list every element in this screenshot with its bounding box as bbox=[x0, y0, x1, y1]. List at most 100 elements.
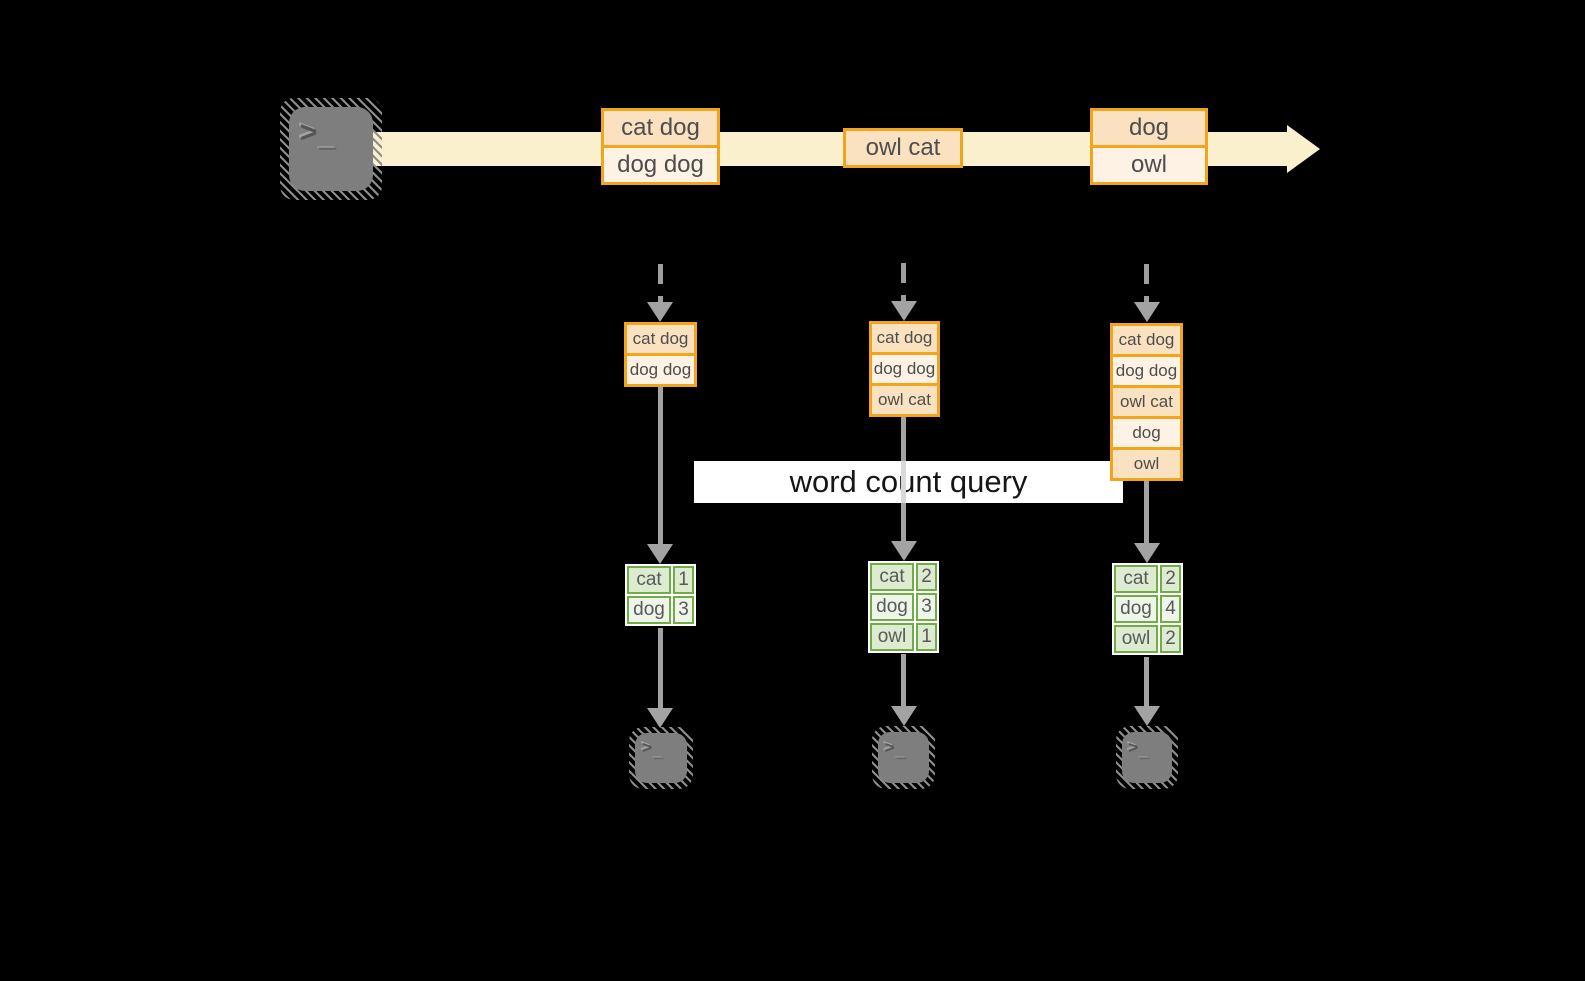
flow-arrow-head bbox=[891, 541, 917, 561]
word-label: dog bbox=[1120, 598, 1152, 619]
banner-label: word count query bbox=[789, 464, 1028, 499]
buffer-item: dog dog bbox=[624, 353, 697, 387]
sink-terminal-icon: >_ bbox=[1116, 726, 1178, 789]
word-cell: dog bbox=[1114, 595, 1158, 623]
terminal-prompt-icon: >_ bbox=[1128, 737, 1152, 761]
buffer-label: cat dog bbox=[876, 328, 933, 347]
word-label: owl bbox=[877, 626, 907, 647]
stream-event-box: dog bbox=[1090, 108, 1208, 148]
sink-terminal-icon: >_ bbox=[872, 726, 935, 789]
flow-arrow-line bbox=[658, 384, 663, 546]
buffer-stack-3: cat dog dog dog owl cat dog owl bbox=[1110, 323, 1183, 481]
terminal-prompt-icon: >_ bbox=[299, 116, 339, 153]
buffer-item: cat dog bbox=[1110, 323, 1183, 357]
dashed-arrow-line bbox=[658, 264, 663, 304]
count-cell: 3 bbox=[916, 593, 937, 621]
word-cell: cat bbox=[870, 563, 914, 591]
dashed-arrow-head bbox=[647, 302, 673, 322]
count-cell: 2 bbox=[1160, 625, 1181, 653]
event-label: cat dog bbox=[621, 114, 700, 141]
dashed-arrow-line bbox=[1144, 264, 1149, 304]
stream-event-group-3: dog owl bbox=[1090, 108, 1208, 185]
stream-event-box: owl bbox=[1090, 145, 1208, 185]
count-value: 2 bbox=[1165, 568, 1176, 589]
event-label: owl bbox=[1130, 151, 1167, 178]
count-value: 3 bbox=[921, 596, 932, 617]
terminal-prompt-icon: >_ bbox=[642, 738, 666, 761]
buffer-label: owl bbox=[1133, 454, 1160, 473]
word-cell: dog bbox=[627, 596, 671, 624]
buffer-item: dog bbox=[1110, 416, 1183, 450]
count-cell: 2 bbox=[1160, 565, 1181, 593]
event-label: dog dog bbox=[617, 151, 704, 178]
word-label: cat bbox=[636, 569, 662, 590]
stream-event-box: owl cat bbox=[843, 128, 963, 168]
buffer-label: dog bbox=[1132, 423, 1161, 442]
terminal-body: >_ bbox=[289, 107, 373, 191]
buffer-stack-2: cat dog dog dog owl cat bbox=[869, 321, 940, 417]
count-cell: 1 bbox=[673, 566, 694, 594]
word-label: dog bbox=[633, 599, 665, 620]
stream-event-box: cat dog bbox=[601, 108, 720, 148]
word-cell: cat bbox=[627, 566, 671, 594]
flow-arrow-line bbox=[658, 628, 663, 710]
count-cell: 4 bbox=[1160, 595, 1181, 623]
arrow-through-banner bbox=[901, 461, 906, 503]
word-label: owl bbox=[1121, 628, 1151, 649]
count-cell: 1 bbox=[916, 623, 937, 651]
buffer-item: dog dog bbox=[869, 352, 940, 386]
count-table-2: cat 2 dog 3 owl 1 bbox=[868, 561, 939, 653]
word-label: dog bbox=[876, 596, 908, 617]
buffer-item: cat dog bbox=[624, 322, 697, 356]
count-cell: 2 bbox=[916, 563, 937, 591]
count-value: 1 bbox=[678, 569, 689, 590]
buffer-label: dog dog bbox=[1115, 361, 1178, 380]
buffer-label: dog dog bbox=[873, 359, 936, 378]
terminal-body: >_ bbox=[635, 733, 687, 783]
buffer-label: cat dog bbox=[632, 329, 689, 348]
stream-event-group-2: owl cat bbox=[843, 128, 963, 168]
word-label: cat bbox=[879, 566, 905, 587]
buffer-label: cat dog bbox=[1118, 330, 1175, 349]
count-value: 4 bbox=[1165, 598, 1176, 619]
word-label: cat bbox=[1123, 568, 1149, 589]
count-value: 2 bbox=[1165, 628, 1176, 649]
flow-arrow-line bbox=[901, 654, 906, 708]
count-value: 2 bbox=[921, 566, 932, 587]
stream-arrow-head bbox=[1287, 125, 1320, 173]
word-count-query-banner: word count query bbox=[694, 461, 1123, 503]
count-cell: 3 bbox=[673, 596, 694, 624]
event-label: owl cat bbox=[865, 134, 941, 161]
terminal-body: >_ bbox=[878, 732, 929, 783]
buffer-item: cat dog bbox=[869, 321, 940, 355]
source-terminal-icon: >_ bbox=[280, 98, 382, 200]
count-value: 3 bbox=[678, 599, 689, 620]
flow-arrow-head bbox=[647, 544, 673, 564]
flow-arrow-head bbox=[1134, 706, 1160, 726]
buffer-stack-1: cat dog dog dog bbox=[624, 322, 697, 387]
buffer-item: owl cat bbox=[869, 383, 940, 417]
word-cell: owl bbox=[1114, 625, 1158, 653]
terminal-body: >_ bbox=[1122, 732, 1172, 783]
flow-arrow-head bbox=[891, 706, 917, 726]
event-label: dog bbox=[1128, 114, 1170, 141]
dashed-arrow-head bbox=[1134, 302, 1160, 322]
word-cell: cat bbox=[1114, 565, 1158, 593]
dashed-arrow-head bbox=[891, 301, 917, 321]
stream-event-box: dog dog bbox=[601, 145, 720, 185]
count-value: 1 bbox=[921, 626, 932, 647]
buffer-item: owl bbox=[1110, 447, 1183, 481]
stream-event-group-1: cat dog dog dog bbox=[601, 108, 720, 185]
flow-arrow-line bbox=[1144, 476, 1149, 545]
count-table-1: cat 1 dog 3 bbox=[625, 564, 696, 626]
buffer-label: owl cat bbox=[878, 390, 931, 409]
buffer-item: dog dog bbox=[1110, 354, 1183, 388]
dashed-arrow-line bbox=[901, 263, 906, 303]
buffer-label: dog dog bbox=[629, 360, 692, 379]
flow-arrow-head bbox=[1134, 543, 1160, 563]
sink-terminal-icon: >_ bbox=[629, 727, 693, 789]
terminal-prompt-icon: >_ bbox=[884, 737, 909, 761]
word-cell: dog bbox=[870, 593, 914, 621]
flow-arrow-line bbox=[1144, 657, 1149, 708]
buffer-item: owl cat bbox=[1110, 385, 1183, 419]
